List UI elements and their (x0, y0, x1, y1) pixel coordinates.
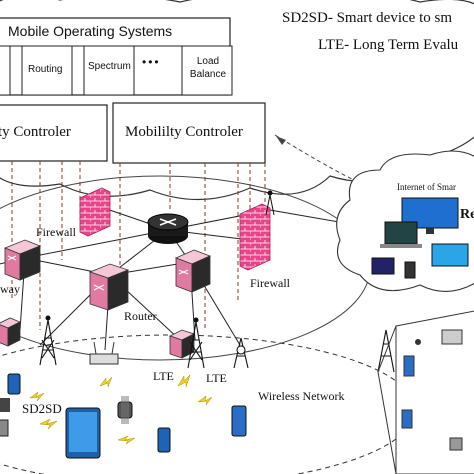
firewall-right-label: Firewall (250, 276, 290, 290)
smartwatch-icon (117, 396, 133, 424)
module-box-spectrum (83, 45, 135, 96)
switch-center-icon (174, 249, 212, 293)
wireless-network-label: Wireless Network (258, 389, 345, 403)
wireless-link-icon (197, 395, 213, 406)
core-router-icon (147, 213, 189, 244)
cell-tower-right-icon (377, 329, 395, 373)
legend-lte: LTE- Long Term Evalu (318, 37, 459, 53)
controller-right-label: Mobililty Controler (125, 124, 243, 140)
antenna-tower-top-icon (265, 190, 275, 216)
smart-device-small-icon (0, 419, 9, 437)
tablet-icon (65, 407, 101, 459)
gateway-label: way (0, 282, 20, 296)
desktop-monitor-icon (431, 243, 469, 267)
iot-label: Re (460, 207, 474, 222)
iot-device-c-icon (449, 437, 463, 451)
iot-device-b-icon (401, 409, 413, 429)
module-spectrum: Spectrum (88, 61, 131, 72)
phone-iot-icon (404, 261, 416, 279)
lte-left-label: LTE (153, 369, 174, 383)
wireless-link-icon (177, 374, 191, 388)
tablet-iot-icon (371, 257, 395, 275)
gateway-switch-icon (3, 239, 42, 281)
phone-center-icon (157, 427, 171, 453)
sd2sd-label: SD2SD (22, 401, 62, 416)
controller-left-label: ty Controler (0, 124, 71, 140)
lte-right-label: LTE (206, 371, 227, 385)
iot-device-a-icon (403, 355, 415, 377)
wireless-link-icon (99, 376, 113, 388)
router-label: Router (124, 309, 157, 323)
module-routing: Routing (28, 64, 63, 75)
firewall-right-icon (239, 203, 271, 271)
router-switch-icon (88, 263, 130, 311)
switch-small-left-icon (0, 317, 21, 347)
wireless-network-ellipse (0, 334, 416, 474)
cell-tower-lte-right-icon (233, 337, 249, 369)
controller-box-right (112, 102, 266, 164)
firewall-left-label: Firewall (36, 225, 76, 239)
module-ellipsis: ••• (142, 55, 161, 69)
smart-home-panel (395, 310, 474, 474)
iot-hub-icon (415, 339, 421, 345)
wifi-router-icon (89, 341, 119, 365)
controller-box-left (0, 104, 108, 162)
laptop-icon (380, 221, 422, 248)
module-load-balance: Load Balance (189, 56, 227, 80)
iot-laptop-icon (441, 329, 463, 345)
wireless-link-icon (29, 391, 45, 402)
phone-right-icon (231, 405, 247, 437)
car-icon (0, 398, 10, 412)
wireless-link-icon (39, 418, 58, 430)
os-title: Mobile Operating Systems (8, 23, 173, 39)
cell-tower-lte-left-icon (187, 317, 205, 369)
firewall-left-icon (79, 187, 111, 237)
cell-tower-left-icon (39, 315, 57, 366)
legend-sd2sd: SD2SD- Smart device to sm (282, 10, 452, 26)
smartphone-left-icon (7, 373, 21, 395)
module-box-0 (0, 45, 11, 96)
iot-title: Internet of Smar (397, 182, 456, 192)
module-box-load-balance (181, 45, 233, 96)
wireless-link-icon (117, 435, 136, 445)
module-box-routing (21, 45, 73, 96)
